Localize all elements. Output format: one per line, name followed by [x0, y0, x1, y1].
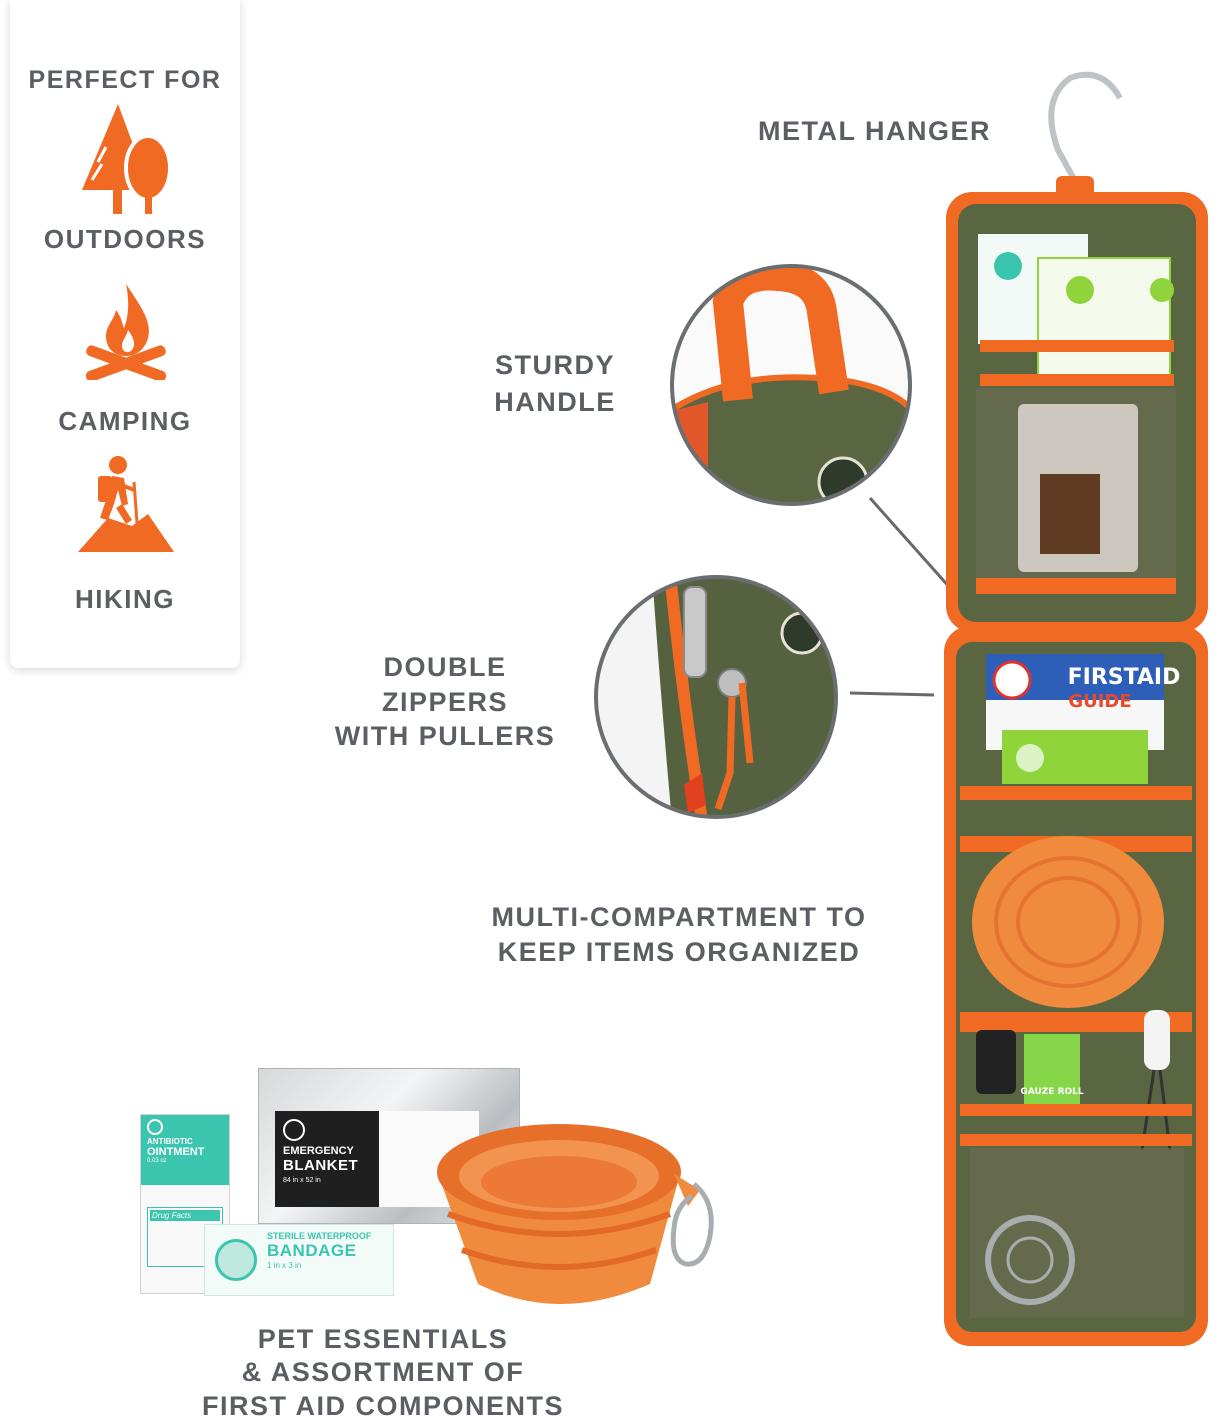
- outdoors-label: OUTDOORS: [43, 224, 207, 254]
- antibiotic-ointment-packet: ANTIBIOTIC OINTMENT 0.03 oz Drug Facts: [140, 1114, 230, 1294]
- blanket-card-size: 84 in x 52 in: [283, 1177, 321, 1184]
- hanging-first-aid-kit: FIRSTAID GUIDE GAUZE ROLL: [940, 70, 1210, 1360]
- blanket-card-title: EMERGENCY: [283, 1145, 354, 1157]
- bandage-size: 1 in x 3 in: [267, 1261, 302, 1270]
- hiking-label: HIKING: [75, 584, 175, 614]
- sterile-bandage-packet: STERILE WATERPROOF BANDAGE 1 in x 3 in: [204, 1224, 394, 1296]
- collapsible-pet-bowl: [437, 1124, 714, 1304]
- handle-detail-photo: [670, 264, 912, 506]
- bandage-title-1: STERILE WATERPROOF: [267, 1231, 372, 1241]
- gauze-roll-label: GAUZE ROLL: [1020, 1087, 1084, 1097]
- metal-hanger-label: METAL HANGER: [758, 116, 991, 146]
- hiker-icon: [78, 456, 174, 552]
- camping-label: CAMPING: [58, 406, 192, 436]
- ointment-size: 0.03 oz: [147, 1158, 167, 1164]
- first-aid-guide-subtitle: GUIDE: [1068, 691, 1131, 712]
- use-cases-panel: PERFECT FOR OUTDOORS CAMPING HIKING: [10, 0, 240, 668]
- blanket-card-name: BLANKET: [283, 1157, 359, 1174]
- ointment-drug-facts: Drug Facts: [150, 1210, 220, 1221]
- bandage-title-2: BANDAGE: [267, 1241, 357, 1260]
- panel-heading: PERFECT FOR: [28, 66, 222, 94]
- blanket-card: EMERGENCY BLANKET 84 in x 52 in: [275, 1111, 379, 1207]
- zipper-leader-line: [849, 691, 935, 697]
- trees-icon: [82, 104, 172, 214]
- ointment-title-2: OINTMENT: [147, 1146, 205, 1158]
- first-aid-guide-title: FIRSTAID: [1068, 665, 1181, 690]
- metal-hook: [1048, 71, 1123, 192]
- zipper-detail-photo: [594, 575, 838, 819]
- campfire-icon: [85, 284, 167, 380]
- ointment-title-1: ANTIBIOTIC: [147, 1137, 193, 1146]
